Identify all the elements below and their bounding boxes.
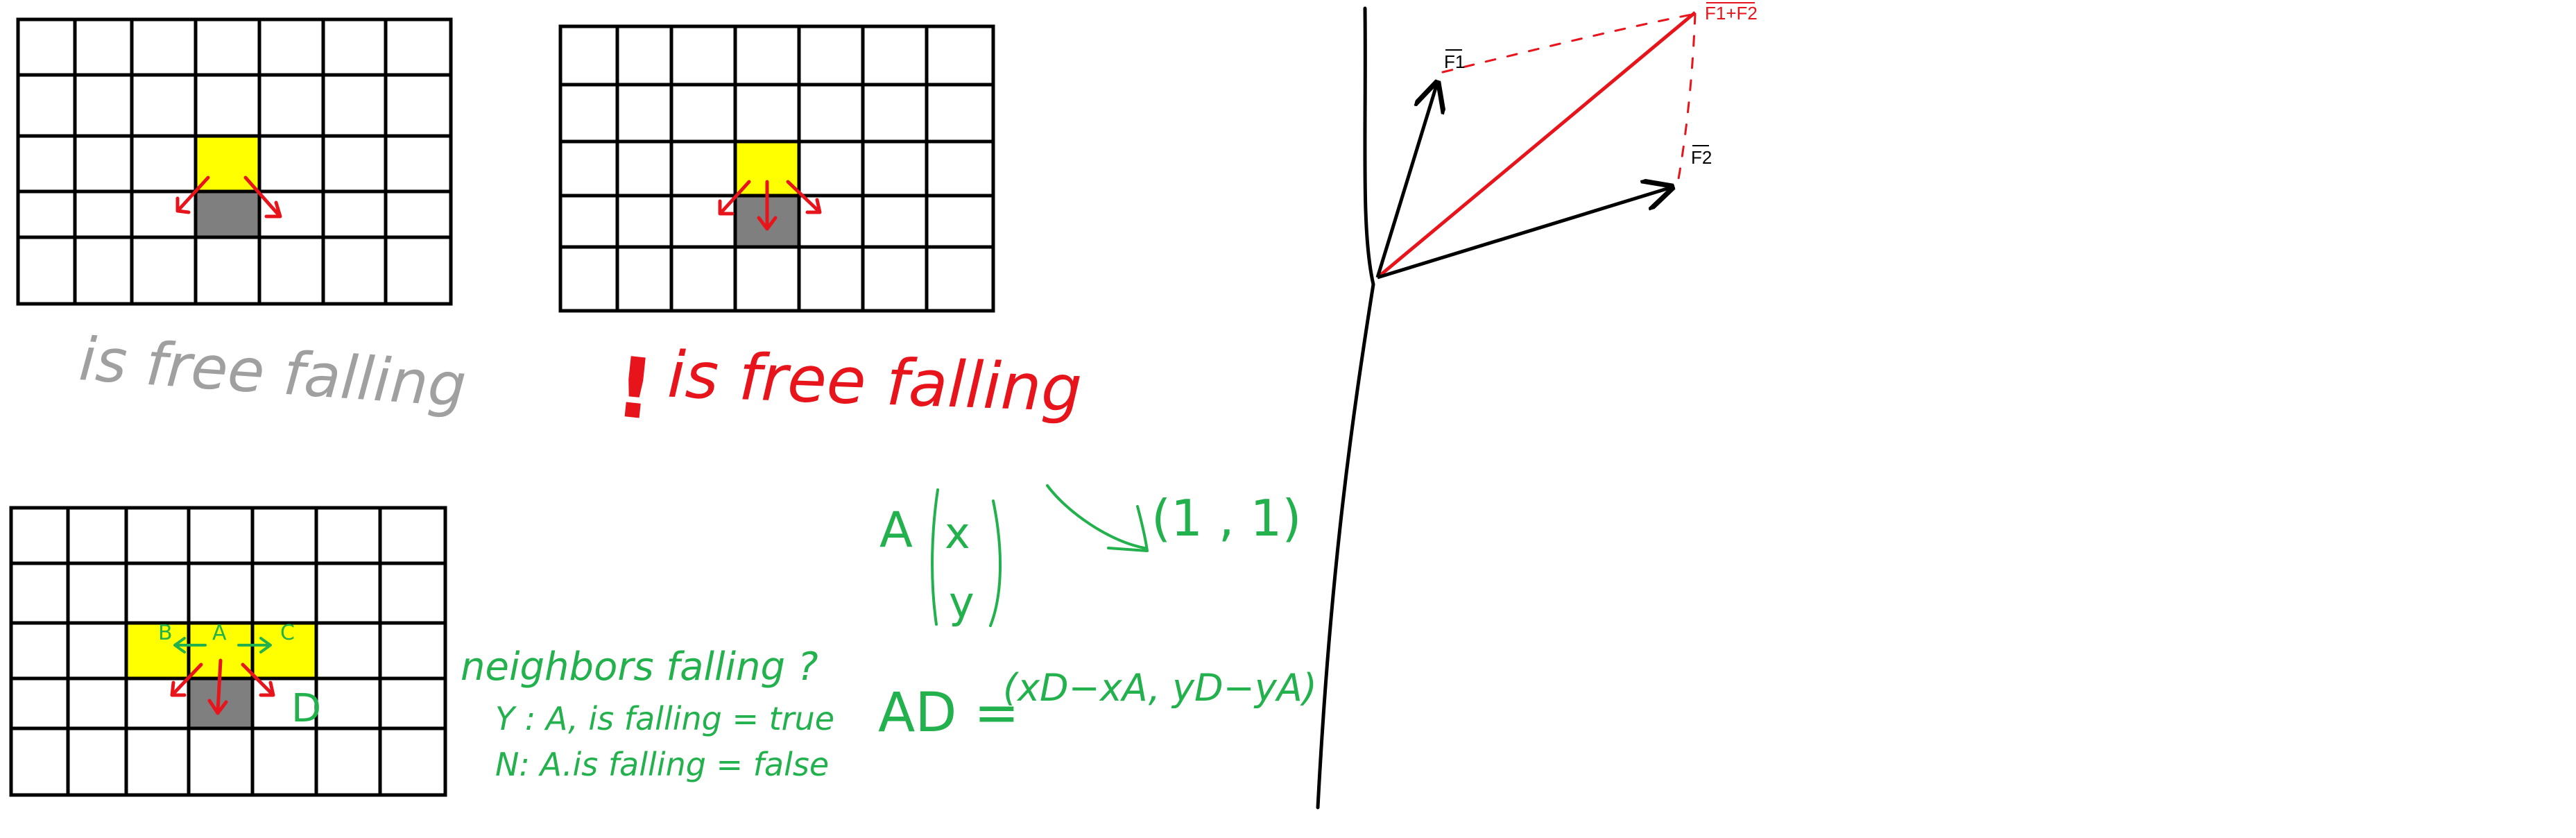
grid-neighbors: B A C D <box>9 506 447 797</box>
vector-bracket <box>931 488 1002 627</box>
arrow-left-icon <box>173 637 207 653</box>
vector-a-y: y <box>949 577 974 628</box>
arrow-right-icon <box>237 637 272 653</box>
arrow-down-left-icon <box>175 176 210 214</box>
label-b: B <box>158 621 173 645</box>
arrow-down-left-icon <box>170 662 203 697</box>
neighbors-yes: Y : A, is falling = true <box>495 700 834 737</box>
caption-gray: is free falling <box>77 325 468 421</box>
label-a: A <box>212 621 227 645</box>
label-c: C <box>280 621 295 645</box>
arrows-neighbors <box>173 637 272 653</box>
vector-a-note: A x y (1 , 1) <box>879 484 1301 628</box>
vector-f1 <box>1375 83 1437 278</box>
arrow-down-right-icon <box>786 180 822 214</box>
exclamation-icon: ! <box>611 339 659 439</box>
arrow-down-right-icon <box>241 662 275 697</box>
arrow-down-right-icon <box>243 176 282 219</box>
vector-f2 <box>1377 187 1672 280</box>
arrow-down-icon <box>207 658 228 715</box>
grid-lines <box>16 17 453 306</box>
divider-line <box>1316 6 1375 810</box>
label-sum: F1+F2 <box>1705 3 1758 24</box>
grid-free-falling <box>16 17 453 306</box>
caption-red: is free falling <box>667 338 1083 427</box>
arrow-down-left-icon <box>718 180 751 216</box>
yellow-cell-b <box>126 623 189 678</box>
grid-lines <box>558 24 995 313</box>
arrows-falling <box>175 176 282 219</box>
neighbors-notes: neighbors falling ? Y : A, is falling = … <box>461 644 834 783</box>
neighbors-no: N: A.is falling = false <box>495 746 829 783</box>
vector-sum-diagram: F1 F2 F1+F2 <box>1375 2 1758 280</box>
vector-ad-lhs: AD = <box>878 682 1020 744</box>
vector-a-name: A <box>879 502 913 558</box>
vector-ad-rhs: (xD−xA, yD−yA) <box>1003 666 1317 710</box>
arrows-falling <box>170 658 275 715</box>
arrows-falling <box>718 180 822 231</box>
arrow-down-right-icon <box>1046 484 1149 552</box>
vector-a-x: x <box>945 508 970 558</box>
label-f2: F2 <box>1691 147 1712 168</box>
vector-a-result: (1 , 1) <box>1151 489 1301 547</box>
parallelogram-top <box>1441 12 1697 74</box>
label-f1: F1 <box>1444 51 1465 72</box>
grid-not-free-falling <box>558 24 995 313</box>
grid-lines <box>9 506 447 797</box>
vector-ad-note: AD = (xD−xA, yD−yA) <box>878 666 1317 744</box>
gray-cell <box>196 191 259 237</box>
parallelogram-right <box>1677 12 1697 180</box>
resultant-vector <box>1376 11 1697 279</box>
neighbors-question: neighbors falling ? <box>461 644 818 690</box>
label-d: D <box>291 686 321 731</box>
arrow-down-icon <box>757 180 778 231</box>
